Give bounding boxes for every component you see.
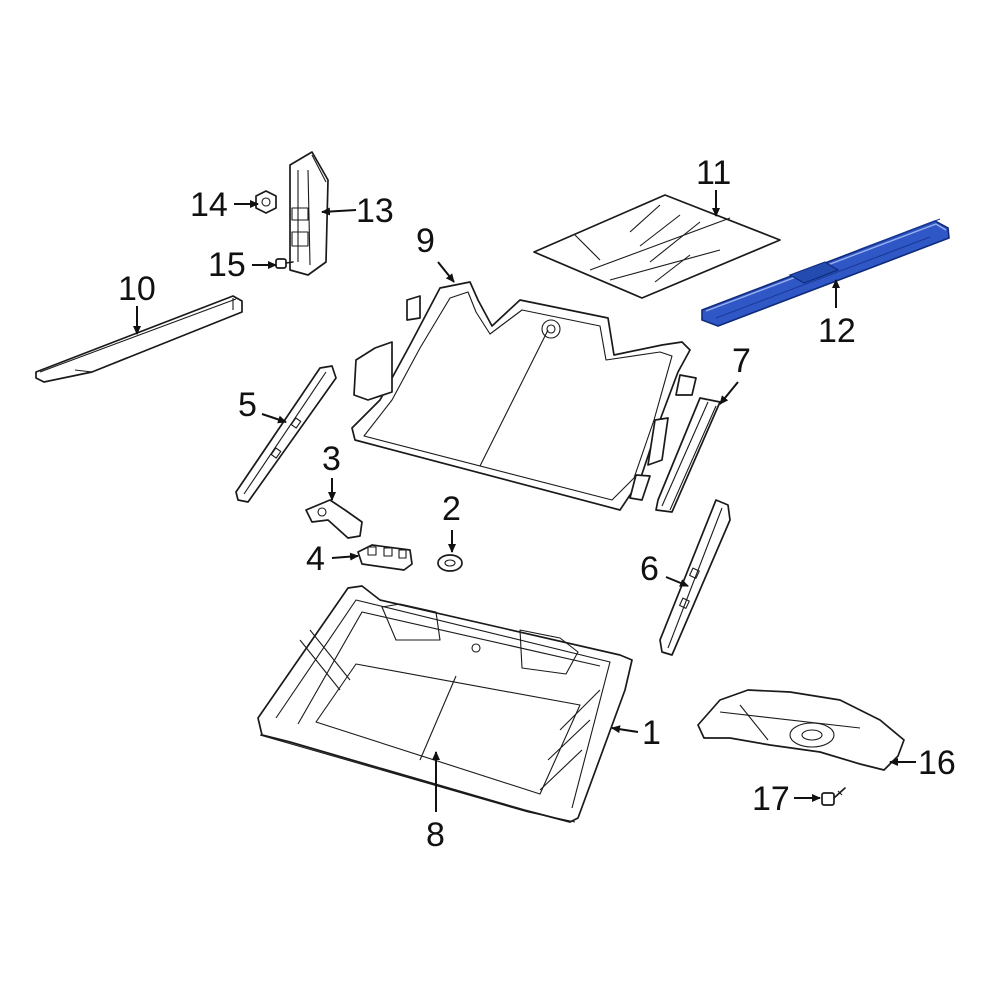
part-12-rail-highlighted[interactable] [701,218,950,327]
callout-17: 17 [752,780,790,818]
part-10-strip[interactable] [35,295,243,383]
callout-6: 6 [640,550,659,588]
callout-10: 10 [118,270,156,308]
callout-12: 12 [818,312,856,350]
part-15-bolt[interactable] [275,258,294,269]
part-1-tray-frame[interactable] [257,585,633,823]
callout-2: 2 [442,490,461,528]
callout-5: 5 [238,386,257,424]
callout-16: 16 [918,744,956,782]
callout-7: 7 [732,342,751,380]
callout-1: 1 [642,714,661,752]
part-9-floor-panel[interactable] [351,281,697,511]
part-14-nut[interactable] [255,190,277,214]
callout-8: 8 [426,816,445,854]
part-7-narrow-rail[interactable] [655,397,721,513]
callout-14: 14 [190,186,228,224]
part-2-washer[interactable] [437,554,463,572]
callout-9: 9 [416,222,435,260]
part-5-side-rail-left[interactable] [235,365,337,503]
part-13-bracket[interactable] [289,151,329,276]
leader-lines [133,190,916,812]
callout-13: 13 [356,192,394,230]
part-17-bolt[interactable] [821,787,846,806]
callout-3: 3 [322,440,341,478]
part-3-latch[interactable] [305,499,363,539]
callout-labels: 1 2 3 4 5 6 7 8 9 10 11 12 13 14 15 16 1… [118,154,956,854]
part-11-sheet[interactable] [533,194,781,299]
part-6-side-rail-right[interactable] [659,499,731,656]
part-4-clip[interactable] [357,544,413,571]
part-16-bracket[interactable] [697,689,905,771]
callout-11: 11 [696,154,731,192]
callout-4: 4 [306,540,325,578]
callout-15: 15 [208,246,246,284]
